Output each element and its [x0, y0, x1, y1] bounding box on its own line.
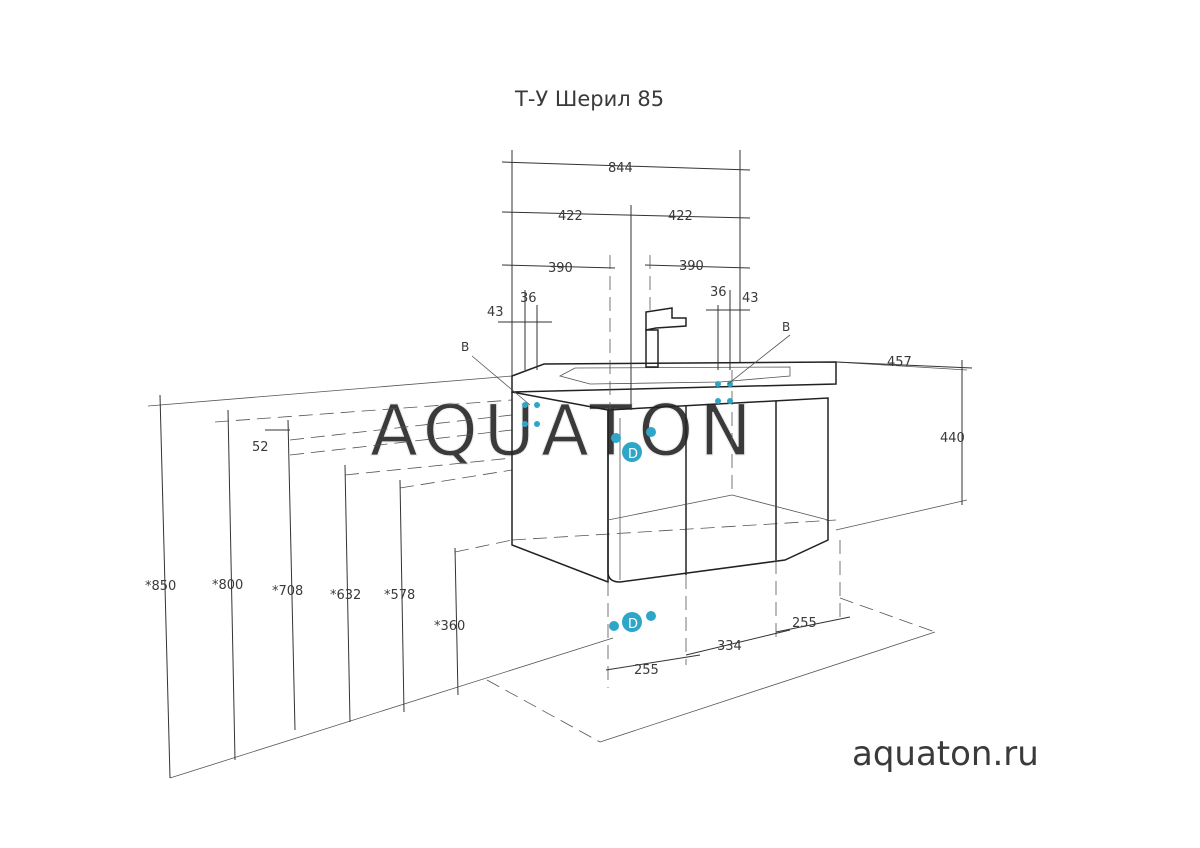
dim-gap-52: 52 [252, 440, 269, 455]
dim-height-850: *850 [145, 579, 176, 594]
dim-height-708: *708 [272, 584, 303, 599]
dim-height-800: *800 [212, 578, 243, 593]
dim-43-right: 43 [742, 291, 759, 306]
marker-d-floor: D [628, 617, 638, 632]
top-dimension-lines [498, 150, 751, 410]
dim-floor-255-right: 255 [792, 616, 817, 631]
dim-width-844: 844 [608, 161, 633, 176]
dim-height-360: *360 [434, 619, 465, 634]
dim-half-left-422: 422 [558, 209, 583, 224]
dim-36-left: 36 [520, 291, 537, 306]
marker-d-wall: D [628, 447, 638, 462]
dim-hole-left-390: 390 [548, 261, 573, 276]
dim-43-left: 43 [487, 305, 504, 320]
vanity-cabinet [511, 361, 837, 584]
marker-b-right: B [782, 320, 790, 334]
height-dimension-lines [159, 394, 459, 779]
dim-height-440: 440 [940, 431, 965, 446]
dim-floor-334: 334 [717, 639, 742, 654]
site-watermark: aquaton.ru [852, 734, 1039, 774]
dim-height-578: *578 [384, 588, 415, 603]
wall-floor-lines [147, 361, 968, 779]
dim-half-right-422: 422 [668, 209, 693, 224]
dim-height-632: *632 [330, 588, 361, 603]
marker-b-left: B [461, 340, 469, 354]
drawing-title: Т-У Шерил 85 [514, 87, 664, 111]
floor-dimension-lines [605, 540, 851, 688]
dim-depth-457: 457 [887, 355, 912, 370]
brand-logo-watermark: AQUATON [370, 390, 758, 472]
dim-floor-255-left: 255 [634, 663, 659, 678]
marker-b-leaders [471, 334, 791, 406]
dim-hole-right-390: 390 [679, 259, 704, 274]
faucet [645, 307, 687, 368]
connection-points [522, 381, 733, 632]
right-dimension-lines [835, 360, 973, 505]
dim-36-right: 36 [710, 285, 727, 300]
